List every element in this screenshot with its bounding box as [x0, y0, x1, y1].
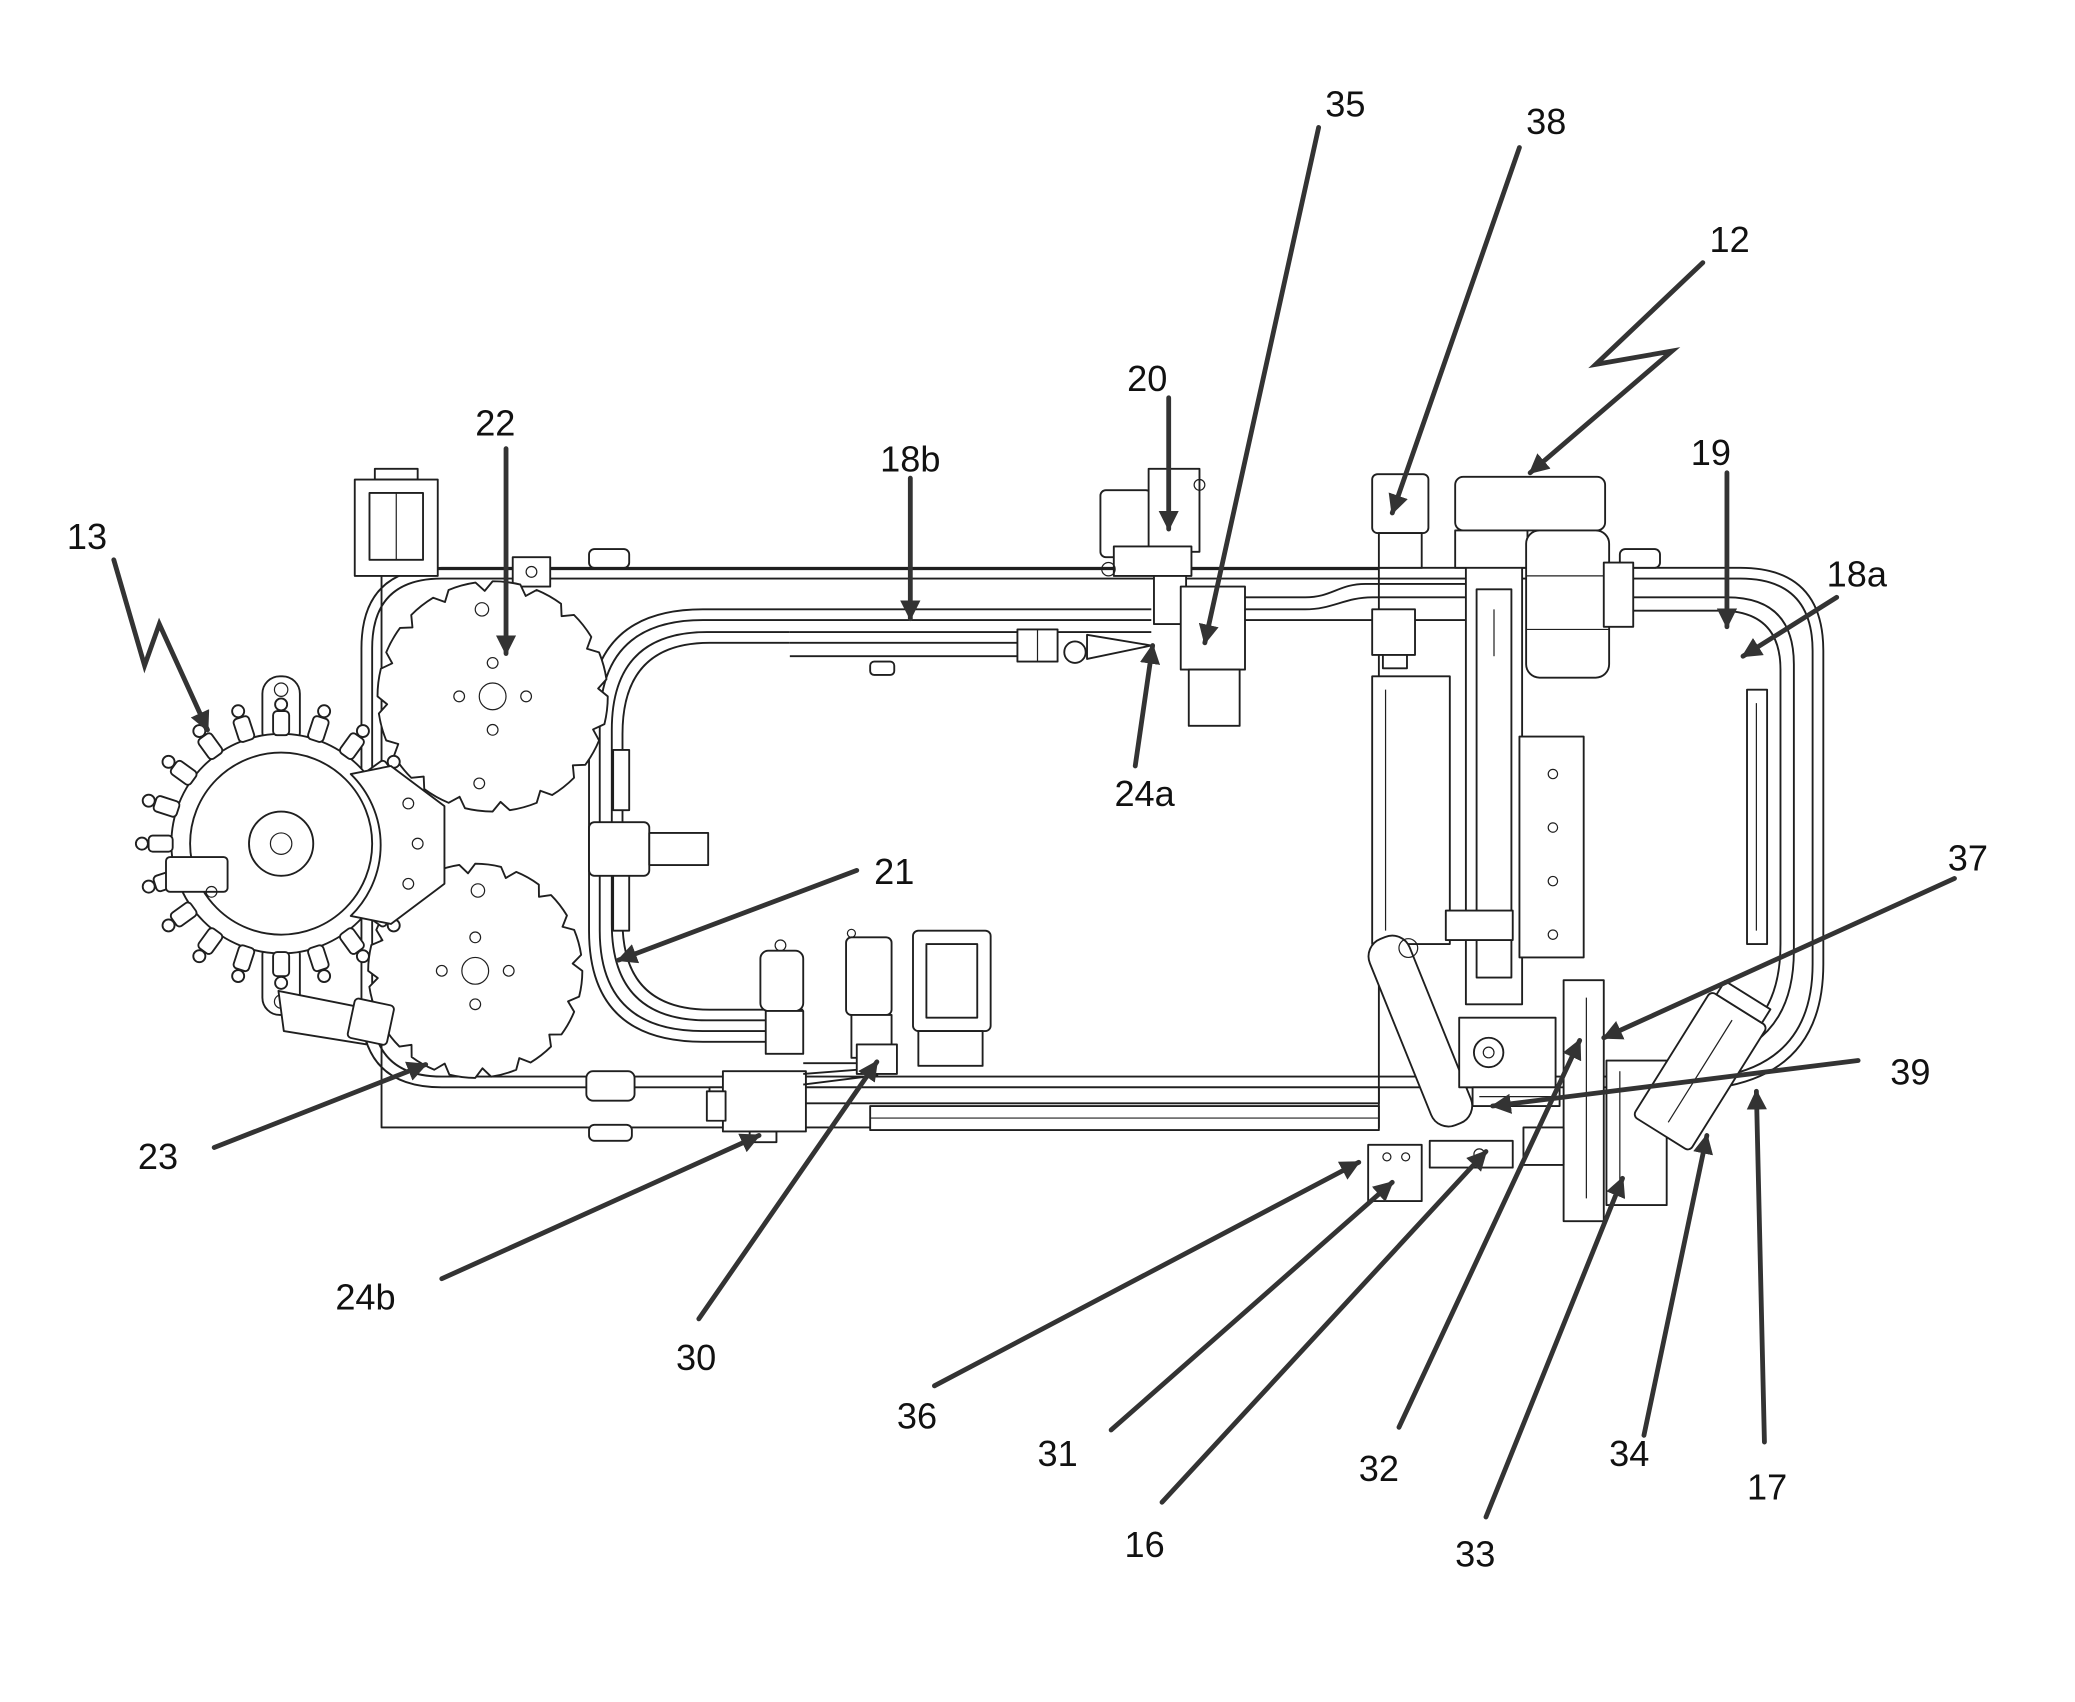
numeral-35: 35	[1325, 84, 1365, 125]
leader-arrow-17	[1756, 1091, 1764, 1442]
numeral-23: 23	[138, 1136, 178, 1177]
turret-pocket	[307, 715, 330, 743]
numeral-30: 30	[676, 1337, 716, 1378]
numeral-20: 20	[1127, 358, 1167, 399]
numeral-32: 32	[1359, 1448, 1399, 1489]
leader-arrow-13	[114, 560, 208, 730]
numeral-31: 31	[1037, 1433, 1077, 1474]
numeral-18a: 18a	[1827, 554, 1888, 595]
machine-drawing	[136, 469, 1823, 1221]
leader-arrow-33	[1486, 1178, 1623, 1517]
turret-stud	[275, 977, 287, 989]
leader-arrow-16	[1162, 1152, 1486, 1503]
turret-stud	[136, 838, 148, 850]
turret-stud	[318, 970, 330, 982]
numeral-12: 12	[1710, 219, 1750, 260]
turret-stud	[163, 919, 175, 931]
numeral-16: 16	[1125, 1524, 1165, 1565]
turret-pocket	[233, 944, 256, 972]
transfer-mechanism	[1363, 930, 1776, 1221]
turret-stud	[357, 950, 369, 962]
leader-arrow-36	[934, 1162, 1358, 1386]
star-wheel-upper	[378, 581, 608, 811]
numeral-17: 17	[1747, 1467, 1787, 1508]
numeral-33: 33	[1455, 1534, 1495, 1575]
sensor-block-right	[1372, 474, 1428, 668]
numeral-13: 13	[67, 516, 107, 557]
turret-stud	[318, 705, 330, 717]
numeral-21: 21	[874, 851, 914, 892]
turret-stud	[232, 970, 244, 982]
numeral-19: 19	[1691, 432, 1731, 473]
numeral-24b: 24b	[335, 1277, 395, 1318]
numeral-38: 38	[1526, 101, 1566, 142]
turret-stud	[193, 950, 205, 962]
turret-clamp	[166, 857, 228, 892]
drive-motor-top-left	[355, 469, 438, 576]
turret-stud	[357, 725, 369, 737]
numeral-18b: 18b	[880, 438, 940, 479]
turret-stud	[232, 705, 244, 717]
turret-pocket	[307, 944, 330, 972]
inner-guide-lower	[613, 870, 629, 930]
numeral-37: 37	[1948, 837, 1988, 878]
turret-stud	[143, 881, 155, 893]
leader-arrow-12	[1530, 263, 1703, 473]
leader-arrow-24b	[442, 1135, 759, 1278]
numeral-24a: 24a	[1114, 773, 1175, 814]
turret-pocket	[233, 715, 256, 743]
turret-pocket	[149, 836, 173, 852]
numeral-36: 36	[897, 1396, 937, 1437]
inner-guide-upper	[613, 750, 629, 810]
track-guide-slot	[1747, 690, 1767, 944]
numeral-34: 34	[1609, 1433, 1649, 1474]
turret-pocket	[153, 795, 181, 818]
turret-pocket	[273, 711, 289, 735]
leader-arrow-38	[1392, 148, 1519, 513]
turret-disc	[190, 753, 372, 935]
numeral-39: 39	[1890, 1052, 1930, 1093]
turret-stud	[275, 698, 287, 710]
turret-stud	[143, 795, 155, 807]
turret-pocket	[273, 952, 289, 976]
numeral-22: 22	[475, 402, 515, 443]
leader-arrow-35	[1205, 127, 1319, 642]
turret-stud	[163, 756, 175, 768]
